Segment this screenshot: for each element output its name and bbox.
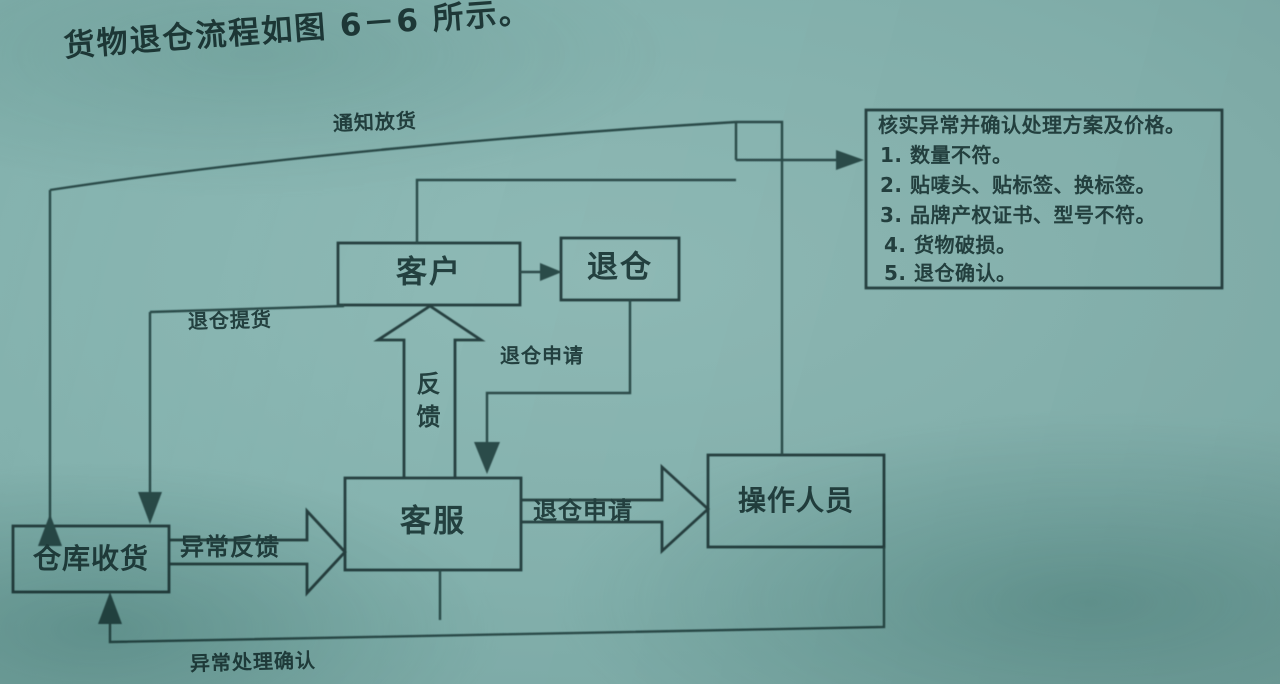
edge-feedback [373,304,486,478]
note-item-2: 2. 贴唛头、贴标签、换标签。 [880,173,1156,197]
node-service-box[interactable] [343,476,523,572]
node-label-operator: 操作人员 [738,484,854,517]
edge-operator-to-note [736,120,784,455]
note-title: 核实异常并确认处理方案及价格。 [878,113,1186,137]
note-item-4: 4. 货物破损。 [884,233,1016,257]
note-box [864,108,1224,290]
node-operator-box[interactable] [706,453,886,549]
note-item-1: 1. 数量不符。 [880,143,1012,167]
edge-label-return-request-main: 退仓申请 [533,497,633,525]
edge-label-notify-release: 通知放货 [333,109,418,136]
node-return-box[interactable] [559,236,681,302]
edge-abnormal-confirm [98,547,886,644]
note-item-5: 5. 退仓确认。 [884,261,1016,285]
edge-return-pickup [138,304,345,524]
node-label-customer: 客户 [396,255,462,291]
edge-abnormal-feedback [169,507,347,597]
edge-label-feedback-2: 馈 [417,403,442,431]
node-label-return: 退仓 [587,250,653,286]
note-item-3: 3. 品牌产权证书、型号不符。 [880,203,1156,227]
edge-label-feedback: 反 [417,370,442,398]
edge-notify-release [38,120,864,546]
node-label-warehouse: 仓库收货 [33,542,149,575]
page-heading: 货物退仓流程如图 6－6 所示。 [63,0,533,64]
edge-label-abnormal-feedback: 异常反馈 [180,533,280,561]
edge-label-return-request-mid: 退仓申请 [500,344,584,368]
edge-label-return-pickup: 退仓提货 [188,307,273,333]
edge-return-request-main [521,463,711,555]
diagram-text-layer: 货物退仓流程如图 6－6 所示。 客户 退仓 仓库收货 客服 操作人员 通知放货… [33,0,1186,675]
node-warehouse-box[interactable] [11,524,171,594]
edge-customer-to-return [520,263,562,281]
node-label-service: 客服 [400,504,466,540]
edge-top-bracket [415,178,736,243]
edge-label-abnormal-confirm: 异常处理确认 [190,648,317,675]
edge-return-request-mid [474,300,632,474]
